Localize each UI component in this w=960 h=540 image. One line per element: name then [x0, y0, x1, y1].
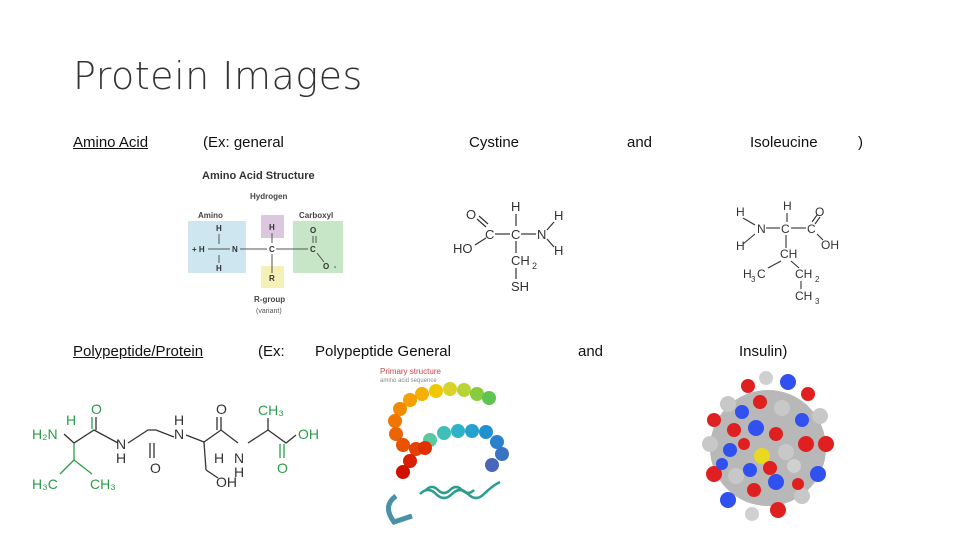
svg-text:H: H [554, 208, 563, 223]
svg-text:N: N [757, 222, 766, 236]
primary-structure-figure: Primary structure amino acid sequence [380, 367, 509, 525]
ex-general-label: (Ex: general [203, 134, 284, 151]
amino-box [188, 221, 246, 273]
svg-text:N: N [116, 436, 126, 452]
svg-text:+ H: + H [192, 245, 205, 254]
svg-text:OH: OH [216, 474, 237, 490]
svg-text:H: H [269, 223, 275, 232]
svg-text:C: C [310, 245, 316, 254]
beta-sheet-arrow [386, 493, 413, 525]
svg-text:C: C [269, 245, 275, 254]
svg-text:N: N [234, 450, 244, 466]
svg-text:O: O [466, 207, 476, 222]
r-group-label: R-group [254, 295, 285, 304]
svg-text:CH: CH [511, 253, 530, 268]
and-label-1: and [627, 134, 653, 151]
svg-text:2: 2 [532, 261, 537, 271]
cystine-structure: H H O C C N HO H CH 2 SH [453, 199, 563, 294]
primary-structure-label: Primary structure [380, 367, 441, 376]
svg-text:CH: CH [795, 289, 812, 303]
svg-text:O: O [323, 262, 329, 271]
and-label-2: and [578, 343, 604, 360]
svg-text:C: C [807, 222, 816, 236]
svg-text:CH: CH [795, 267, 812, 281]
cystine-label: Cystine [469, 134, 520, 151]
svg-text:O: O [815, 205, 824, 219]
svg-text:O: O [91, 401, 102, 417]
svg-text:3: 3 [815, 297, 820, 306]
amino-acid-heading: Amino Acid [73, 134, 149, 151]
polypeptide-heading: Polypeptide/Protein [73, 343, 204, 360]
hydrogen-label: Hydrogen [250, 192, 287, 201]
svg-text:C: C [511, 227, 520, 242]
svg-text:H: H [234, 464, 244, 480]
svg-text:H: H [216, 264, 222, 273]
svg-text:H: H [511, 199, 520, 214]
isoleucine-structure: H O H N C C OH H CH H 3 C CH 2 CH 3 [736, 199, 839, 306]
polypeptide-general-label: Polypeptide General [315, 343, 451, 360]
svg-text:N: N [174, 426, 184, 442]
svg-text:CH: CH [780, 247, 797, 261]
svg-text:H: H [66, 412, 76, 428]
svg-text:H: H [214, 450, 224, 466]
insulin-space-filling-model [702, 371, 834, 521]
svg-text:H: H [216, 224, 222, 233]
isoleucine-label: Isoleucine [750, 134, 818, 151]
svg-text:OH: OH [821, 238, 839, 252]
insulin-label: Insulin) [739, 343, 788, 360]
svg-text:HO: HO [453, 241, 473, 256]
diagram-title: Amino Acid Structure [202, 170, 315, 182]
svg-text:C: C [485, 227, 494, 242]
variant-label: (variant) [256, 308, 282, 315]
helix-coil [419, 480, 501, 500]
bead-chain [388, 382, 509, 479]
svg-text:3: 3 [751, 275, 756, 284]
svg-text:O: O [216, 401, 227, 417]
close-paren: ) [858, 134, 863, 151]
svg-text:H₃C: H₃C [32, 476, 58, 492]
svg-text:R: R [269, 274, 275, 283]
svg-text:H: H [554, 243, 563, 258]
svg-text:H: H [736, 205, 745, 219]
polypeptide-structure: H₂N H O N H O H N O N H H CH₃ OH O OH H₃… [32, 401, 319, 492]
primary-structure-sub: amino acid sequence [380, 378, 437, 384]
svg-text:O: O [277, 460, 288, 476]
svg-text:H₂N: H₂N [32, 426, 58, 442]
atom-spheres [702, 371, 834, 521]
amino-label: Amino [198, 211, 223, 220]
svg-text:N: N [232, 245, 238, 254]
hydrogen-box [261, 215, 284, 238]
svg-text:H: H [174, 412, 184, 428]
svg-text:SH: SH [511, 279, 529, 294]
svg-text:OH: OH [298, 426, 319, 442]
r-group-box [261, 266, 284, 288]
ex-label: (Ex: [258, 343, 285, 360]
svg-text:-: - [334, 264, 337, 271]
svg-text:2: 2 [815, 275, 820, 284]
svg-text:O: O [310, 226, 316, 235]
svg-text:H: H [736, 239, 745, 253]
svg-text:C: C [781, 222, 790, 236]
svg-text:H: H [743, 267, 752, 281]
svg-text:O: O [150, 460, 161, 476]
svg-text:H: H [783, 199, 792, 213]
svg-text:N: N [537, 227, 546, 242]
carboxyl-box [293, 221, 343, 273]
svg-text:H: H [116, 450, 126, 466]
slide-title: Protein Images [73, 54, 363, 98]
svg-text:CH₃: CH₃ [90, 476, 116, 492]
carboxyl-label: Carboxyl [299, 211, 333, 220]
svg-text:C: C [757, 267, 766, 281]
amino-acid-structure-diagram: Amino Acid Structure Hydrogen Amino Carb… [188, 170, 343, 315]
svg-text:CH₃: CH₃ [258, 402, 284, 418]
